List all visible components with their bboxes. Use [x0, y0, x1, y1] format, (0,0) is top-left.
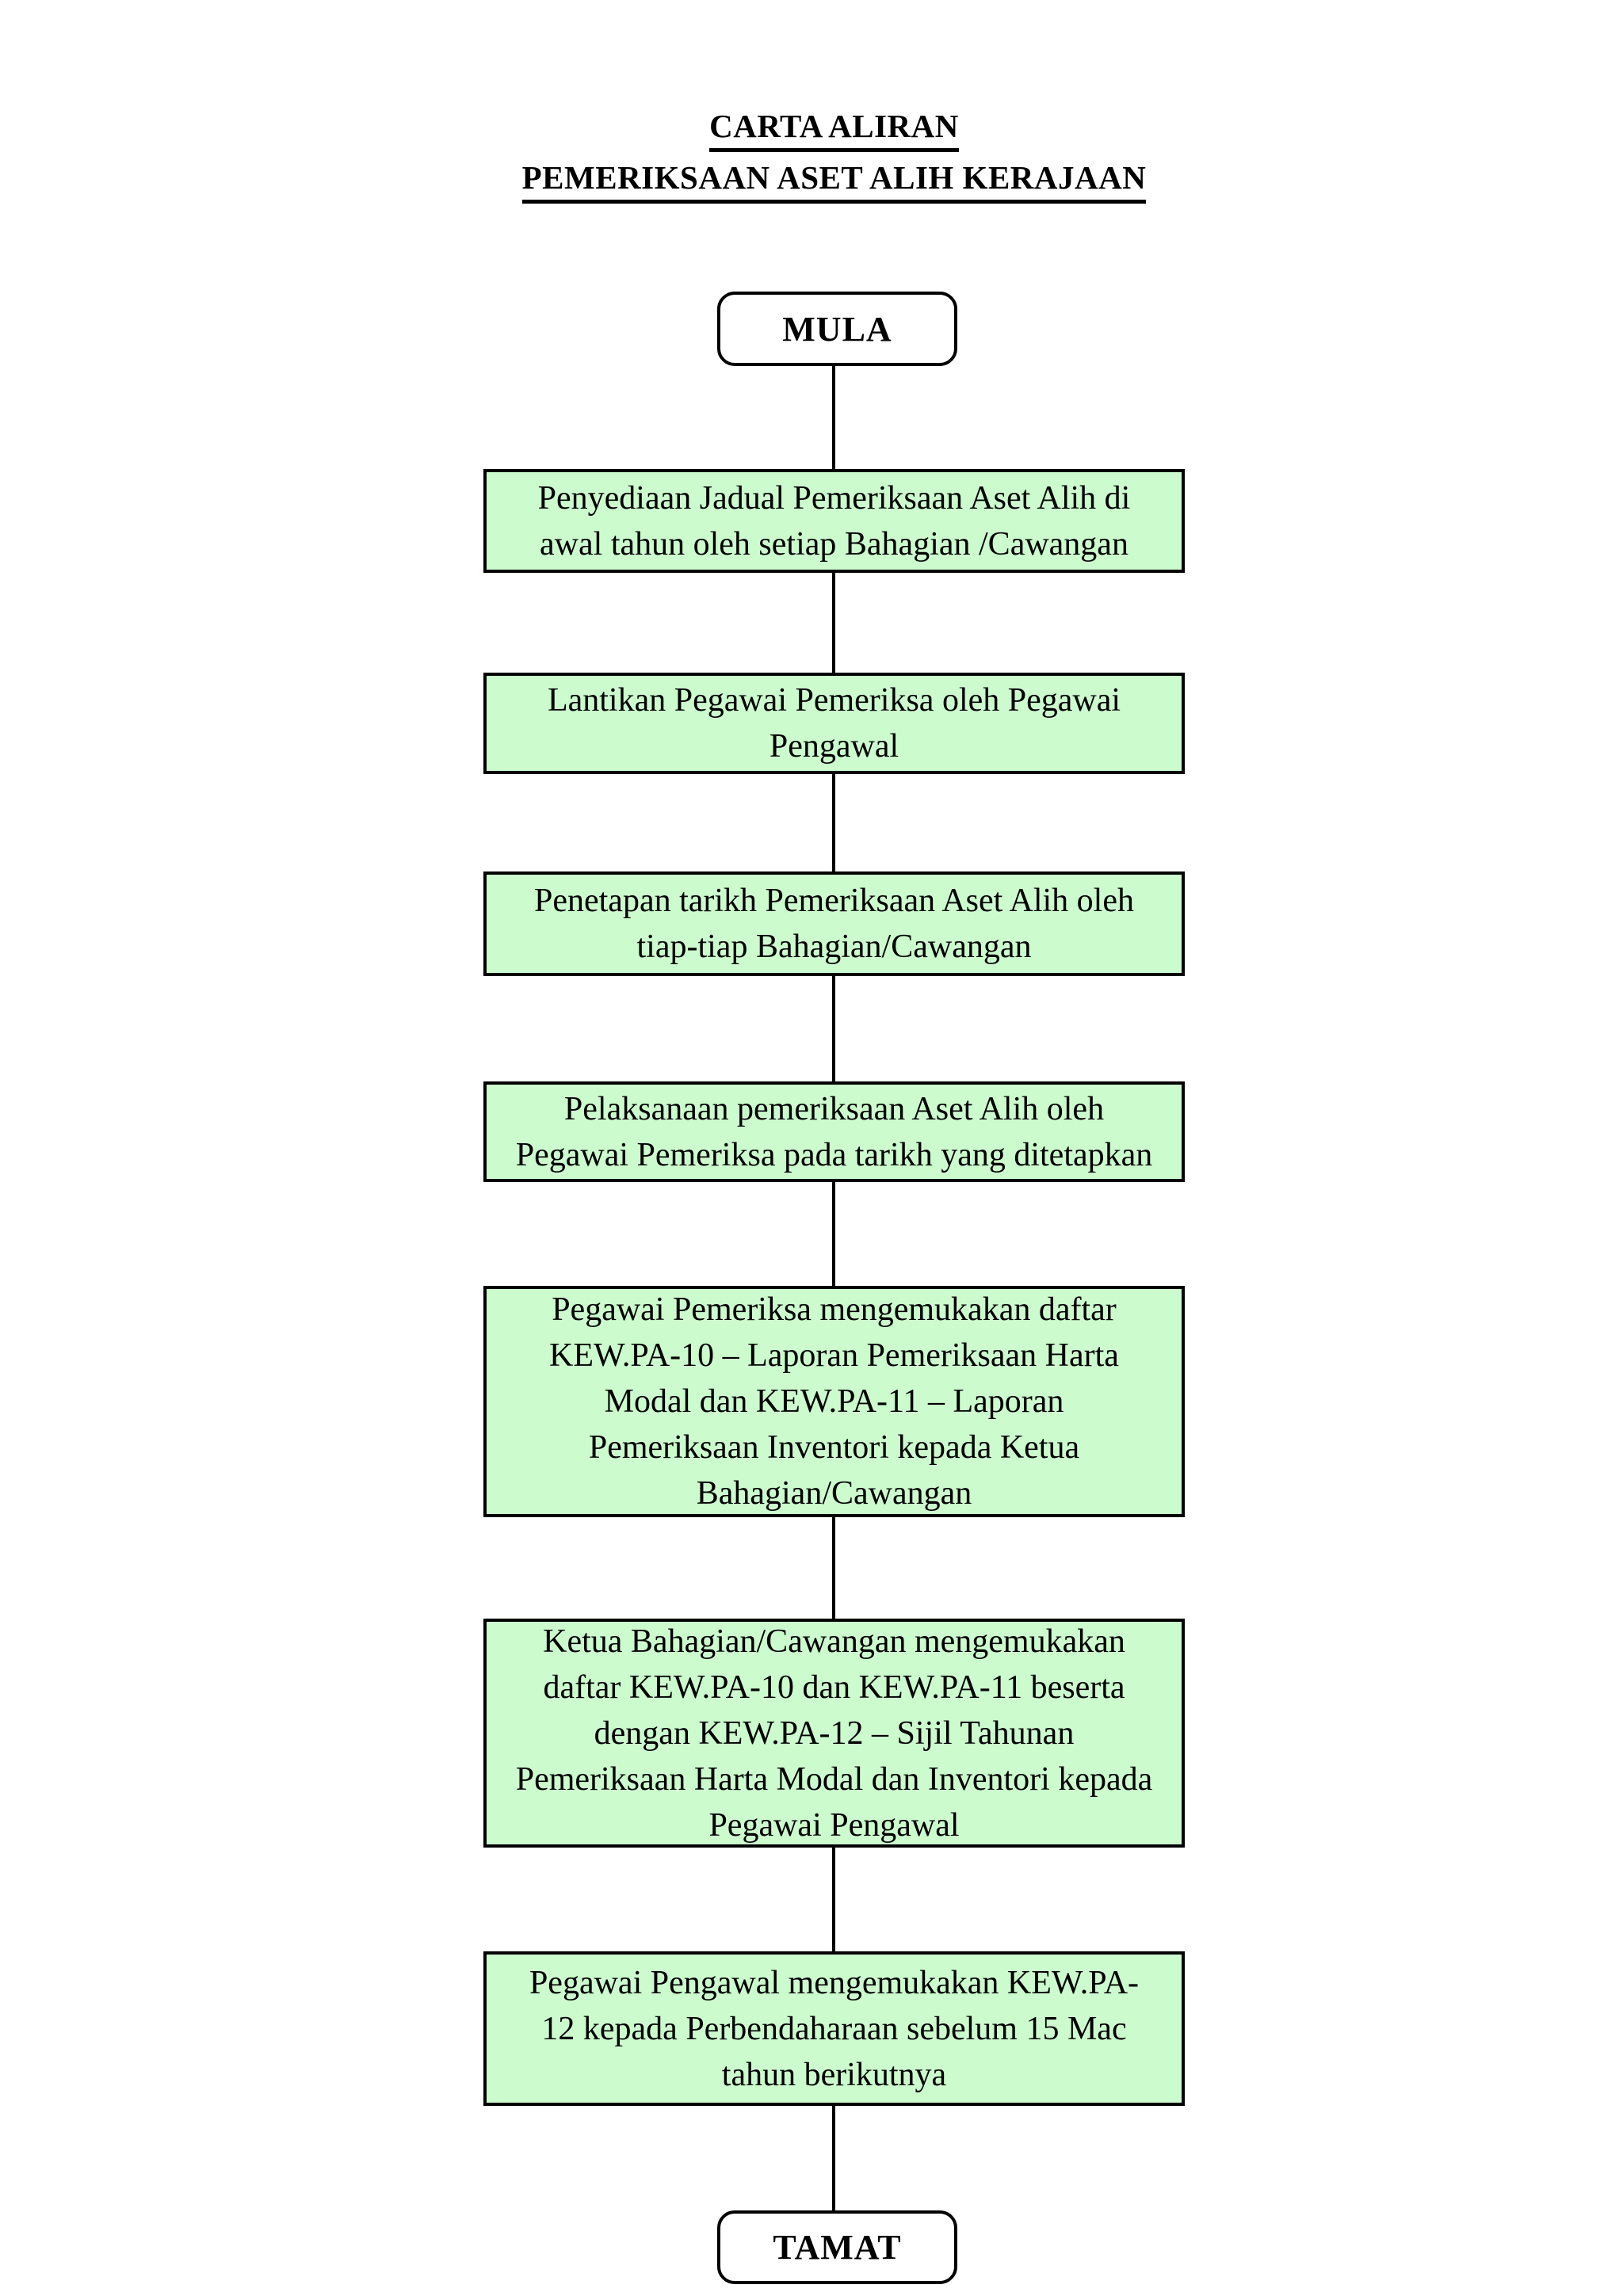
process-node-2: Lantikan Pegawai Pemeriksa oleh Pegawai …	[483, 673, 1185, 774]
connector-line-8	[832, 2106, 835, 2210]
process-node-1-text: Penyediaan Jadual Pemeriksaan Aset Alih …	[537, 479, 1131, 563]
title-line-2: PEMERIKSAAN ASET ALIH KERAJAAN	[521, 158, 1147, 204]
process-node-1: Penyediaan Jadual Pemeriksaan Aset Alih …	[483, 469, 1185, 573]
connector-line-7	[832, 1848, 835, 1951]
connector-line-1	[832, 366, 835, 469]
connector-line-4	[832, 976, 835, 1081]
title-line-1: CARTA ALIRAN	[709, 106, 959, 152]
process-node-4-text: Pelaksanaan pemeriksaan Aset Alih oleh P…	[515, 1090, 1153, 1173]
process-node-4: Pelaksanaan pemeriksaan Aset Alih oleh P…	[483, 1081, 1185, 1182]
title-row-2: PEMERIKSAAN ASET ALIH KERAJAAN	[404, 158, 1264, 204]
connector-line-5	[832, 1182, 835, 1286]
process-node-3: Penetapan tarikh Pemeriksaan Aset Alih o…	[483, 871, 1185, 976]
process-node-3-text: Penetapan tarikh Pemeriksaan Aset Alih o…	[534, 883, 1134, 965]
process-node-6-text: Ketua Bahagian/Cawangan mengemukakan daf…	[515, 1623, 1153, 1844]
title-row-1: CARTA ALIRAN	[404, 106, 1264, 152]
process-node-5: Pegawai Pemeriksa mengemukakan daftar KE…	[483, 1286, 1185, 1517]
start-node-mula: MULA	[717, 292, 957, 366]
process-node-5-text: Pegawai Pemeriksa mengemukakan daftar KE…	[549, 1291, 1119, 1512]
end-node-tamat: TAMAT	[717, 2210, 957, 2284]
process-node-7: Pegawai Pengawal mengemukakan KEW.PA- 12…	[483, 1951, 1185, 2106]
page-title: CARTA ALIRAN PEMERIKSAAN ASET ALIH KERAJ…	[404, 106, 1264, 209]
process-node-2-text: Lantikan Pegawai Pemeriksa oleh Pegawai …	[547, 682, 1121, 765]
end-node-label: TAMAT	[773, 2228, 902, 2267]
connector-line-2	[832, 573, 835, 673]
connector-line-6	[832, 1517, 835, 1619]
connector-line-3	[832, 774, 835, 871]
start-node-label: MULA	[782, 309, 892, 349]
process-node-7-text: Pegawai Pengawal mengemukakan KEW.PA- 12…	[529, 1964, 1140, 2093]
process-node-6: Ketua Bahagian/Cawangan mengemukakan daf…	[483, 1619, 1185, 1848]
